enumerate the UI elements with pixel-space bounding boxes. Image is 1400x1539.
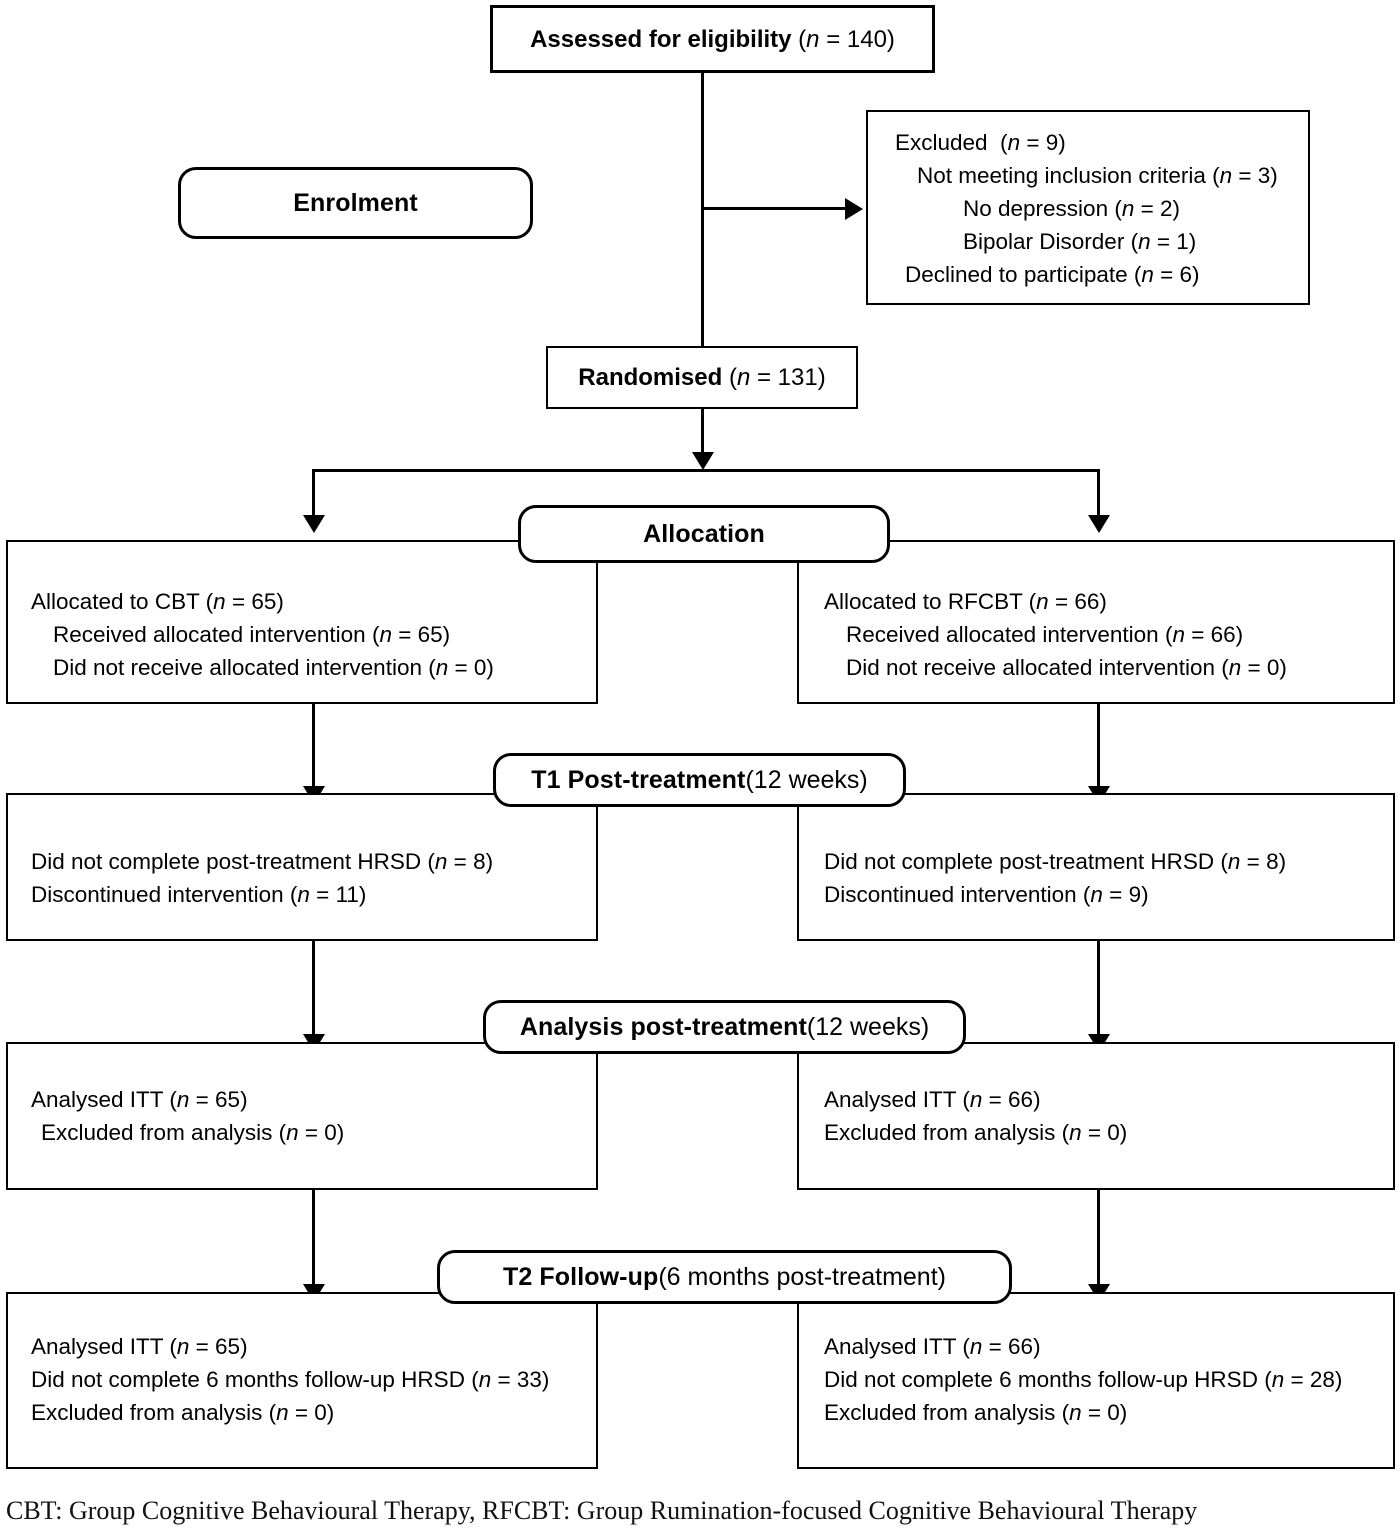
assessed-bold-text: Assessed for eligibility <box>530 26 792 53</box>
stage-label-t1-bold-text: T1 Post-treatment <box>531 765 746 794</box>
randomised-count-text: (n = 131) <box>722 364 826 391</box>
allocation-right-line-2: Received allocated intervention (n = 66) <box>846 622 1244 647</box>
stage-label-enrolment: Enrolment <box>178 167 533 239</box>
stage-label-analysis-post-treatment: Analysis post-treatment (12 weeks) <box>483 1000 966 1054</box>
analysis-left-box <box>6 1042 598 1190</box>
t2-left-line-3: Excluded from analysis (n = 0) <box>31 1400 335 1425</box>
allocation-left-text: Allocated to CBT (n = 65) Received alloc… <box>31 585 494 684</box>
t1-left-line-2: Discontinued intervention (n = 11) <box>31 882 367 907</box>
allocation-right-line-3: Did not receive allocated intervention (… <box>846 655 1287 680</box>
analysis-right-box <box>797 1042 1395 1190</box>
t2-right-line-2: Did not complete 6 months follow-up HRSD… <box>824 1367 1343 1392</box>
stage-label-analysis-bold-text: Analysis post-treatment <box>519 1012 807 1041</box>
allocation-left-line-3: Did not receive allocated intervention (… <box>53 655 494 680</box>
excluded-line-5: Declined to participate (n = 6) <box>905 262 1200 287</box>
t2-right-box <box>797 1292 1395 1469</box>
t1-right-box <box>797 793 1395 941</box>
assessed-for-eligibility-label: Assessed for eligibility (n = 140) <box>493 26 932 54</box>
connector-t1-to-analysis-right <box>1097 941 1100 1041</box>
t1-right-line-1: Did not complete post-treatment HRSD (n … <box>824 849 1287 874</box>
t2-right-line-1: Analysed ITT (n = 66) <box>824 1334 1041 1359</box>
allocation-right-box <box>797 540 1395 704</box>
randomised-label: Randomised (n = 131) <box>548 364 856 392</box>
analysis-right-line-1: Analysed ITT (n = 66) <box>824 1087 1041 1112</box>
t2-left-line-2: Did not complete 6 months follow-up HRSD… <box>31 1367 550 1392</box>
arrowhead-to-excluded <box>845 198 863 220</box>
analysis-left-text: Analysed ITT (n = 65) Excluded from anal… <box>31 1083 344 1149</box>
stage-label-allocation: Allocation <box>518 505 890 563</box>
assessed-for-eligibility-box: Assessed for eligibility (n = 140) <box>490 5 935 73</box>
connector-split-bar <box>312 469 1100 472</box>
excluded-line-1: Excluded (n = 9) <box>895 130 1066 155</box>
t1-left-line-1: Did not complete post-treatment HRSD (n … <box>31 849 494 874</box>
t2-left-line-1: Analysed ITT (n = 65) <box>31 1334 248 1359</box>
stage-label-t1-post-treatment: T1 Post-treatment (12 weeks) <box>493 753 906 807</box>
connector-split-left <box>312 469 315 517</box>
excluded-box <box>866 110 1310 305</box>
allocation-left-box <box>6 540 598 704</box>
analysis-right-text: Analysed ITT (n = 66) Excluded from anal… <box>824 1083 1127 1149</box>
allocation-right-text: Allocated to RFCBT (n = 66) Received all… <box>824 585 1287 684</box>
t2-right-text: Analysed ITT (n = 66) Did not complete 6… <box>824 1330 1342 1429</box>
allocation-left-line-1: Allocated to CBT (n = 65) <box>31 589 284 614</box>
t2-left-box <box>6 1292 598 1469</box>
connector-alloc-to-t1-left <box>312 703 315 792</box>
assessed-count-text: (n = 140) <box>791 26 895 53</box>
stage-label-enrolment-text: Enrolment <box>293 188 418 217</box>
connector-t1-to-analysis-left <box>312 941 315 1041</box>
stage-label-t2-bold-text: T2 Follow-up <box>503 1262 659 1291</box>
connector-alloc-to-t1-right <box>1097 703 1100 792</box>
stage-label-analysis-sub-text: (12 weeks) <box>806 1012 930 1041</box>
stage-label-t2-sub-text: (6 months post-treatment) <box>658 1262 946 1291</box>
excluded-line-2: Not meeting inclusion criteria (n = 3) <box>917 163 1278 188</box>
arrowhead-split-right <box>1088 515 1110 533</box>
t1-left-text: Did not complete post-treatment HRSD (n … <box>31 845 493 911</box>
t2-left-text: Analysed ITT (n = 65) Did not complete 6… <box>31 1330 549 1429</box>
excluded-line-3: No depression (n = 2) <box>963 196 1181 221</box>
t1-right-line-2: Discontinued intervention (n = 9) <box>824 882 1149 907</box>
analysis-left-line-2: Excluded from analysis (n = 0) <box>41 1120 345 1145</box>
connector-analysis-to-t2-right <box>1097 1190 1100 1290</box>
analysis-left-line-1: Analysed ITT (n = 65) <box>31 1087 248 1112</box>
connector-split-right <box>1097 469 1100 517</box>
t2-right-line-3: Excluded from analysis (n = 0) <box>824 1400 1128 1425</box>
analysis-right-line-2: Excluded from analysis (n = 0) <box>824 1120 1128 1145</box>
excluded-box-text: Excluded (n = 9) Not meeting inclusion c… <box>895 126 1278 291</box>
stage-label-t1-sub-text: (12 weeks) <box>745 765 868 794</box>
allocation-left-line-2: Received allocated intervention (n = 65) <box>53 622 451 647</box>
t1-left-box <box>6 793 598 941</box>
stage-label-allocation-text: Allocation <box>643 519 765 548</box>
stage-label-t2-follow-up: T2 Follow-up (6 months post-treatment) <box>437 1250 1012 1304</box>
footnote-abbreviations: CBT: Group Cognitive Behavioural Therapy… <box>6 1496 1198 1525</box>
allocation-right-line-1: Allocated to RFCBT (n = 66) <box>824 589 1107 614</box>
connector-analysis-to-t2-left <box>312 1190 315 1290</box>
t1-right-text: Did not complete post-treatment HRSD (n … <box>824 845 1286 911</box>
arrowhead-split-left <box>303 515 325 533</box>
connector-randomised-down <box>701 409 704 455</box>
arrowhead-randomised-down <box>692 452 714 470</box>
connector-randomised-to-excluded <box>701 207 847 210</box>
randomised-bold-text: Randomised <box>578 364 723 391</box>
randomised-box: Randomised (n = 131) <box>546 346 858 409</box>
connector-assessed-to-randomised <box>701 72 704 348</box>
excluded-line-4: Bipolar Disorder (n = 1) <box>963 229 1197 254</box>
